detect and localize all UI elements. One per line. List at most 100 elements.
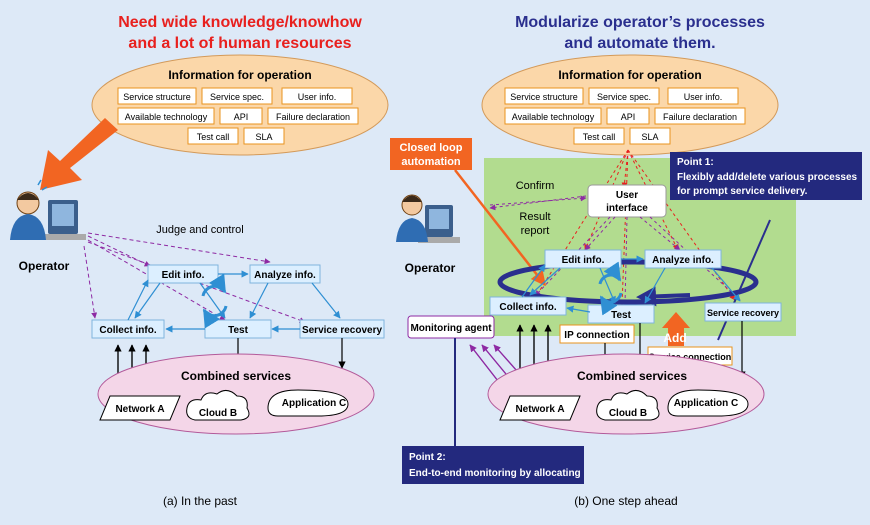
confirm-label: Confirm <box>516 180 555 192</box>
left-node-edit-label: Edit info. <box>162 270 205 281</box>
right-info-item: Service structure <box>510 92 578 102</box>
right-info-item: User info. <box>684 92 723 102</box>
left-info-item: Test call <box>197 132 230 142</box>
left-info-item: Failure declaration <box>276 112 350 122</box>
result-label-line1: Result <box>519 211 550 223</box>
point1-title: Point 1: <box>677 157 714 168</box>
left-app-label: Application C <box>282 398 346 409</box>
right-node-collect-label: Collect info. <box>499 302 556 313</box>
right-node-analyze: Analyze info. <box>644 249 722 269</box>
closed-loop-pointer <box>454 169 546 287</box>
right-caption: (b) One step ahead <box>574 494 677 508</box>
left-cycle-icon <box>201 273 228 329</box>
right-info-item: Failure declaration <box>663 112 737 122</box>
left-cloud-label: Cloud B <box>199 408 237 419</box>
left-node-recovery-label: Service recovery <box>302 325 383 336</box>
left-info-items: Service structure Service spec. User inf… <box>117 87 359 145</box>
right-operator-figure <box>396 194 460 243</box>
left-operator-figure <box>10 179 86 240</box>
right-cycle-icon <box>598 261 623 316</box>
monitoring-agent-label: Monitoring agent <box>410 323 492 334</box>
right-node-collect: Collect info. <box>489 296 567 316</box>
right-app-shape <box>667 389 749 417</box>
left-app-shape <box>267 389 349 417</box>
right-flow-arrows <box>521 255 741 313</box>
closed-loop-line2: automation <box>401 156 461 168</box>
left-combined-label: Combined services <box>181 369 291 383</box>
left-node-test: Test <box>204 319 272 339</box>
right-node-edit-label: Edit info. <box>562 255 605 266</box>
left-node-recovery: Service recovery <box>299 319 385 339</box>
right-node-recovery: Service recovery <box>704 302 782 322</box>
left-info-oval <box>91 54 389 156</box>
left-info-item: Service structure <box>123 92 191 102</box>
right-panel: Modularize operator’s processes and auto… <box>390 14 862 508</box>
left-info-title: Information for operation <box>168 68 311 82</box>
left-panel: Need wide knowledge/knowhow and a lot of… <box>10 14 389 508</box>
left-judge-label: Judge and control <box>156 224 243 236</box>
point1-box <box>670 152 862 200</box>
right-node-test-label: Test <box>611 310 631 321</box>
right-app-label: Application C <box>674 398 738 409</box>
left-info-item: Available technology <box>125 112 208 122</box>
right-combined-label: Combined services <box>577 369 687 383</box>
left-cloud-shape <box>186 390 250 421</box>
right-cloud-label: Cloud B <box>609 408 647 419</box>
closed-loop-line1: Closed loop <box>400 142 463 154</box>
right-network-label: Network A <box>515 404 564 415</box>
right-info-item: Available technology <box>512 112 595 122</box>
right-info-item: Test call <box>583 132 616 142</box>
right-operator-label: Operator <box>405 261 456 275</box>
ip-connection-box <box>559 324 635 344</box>
left-info-item: Service spec. <box>210 92 264 102</box>
right-info-items: Service structure Service spec. User inf… <box>504 87 746 145</box>
left-big-orange-arrow <box>40 118 118 190</box>
result-arrow <box>489 195 587 206</box>
monitoring-agent-box <box>407 315 495 339</box>
user-interface-line2: interface <box>606 203 648 214</box>
closed-loop-box <box>390 138 472 170</box>
point2-box <box>402 446 584 484</box>
right-info-item: Service spec. <box>597 92 651 102</box>
right-node-recovery-label: Service recovery <box>707 308 779 318</box>
left-node-collect: Collect info. <box>91 319 165 339</box>
left-info-item: User info. <box>298 92 337 102</box>
point2-line1: End-to-end monitoring by allocating <box>409 468 581 479</box>
right-node-analyze-label: Analyze info. <box>652 255 714 266</box>
left-info-item: API <box>234 112 249 122</box>
closed-loop-ring-arrow <box>636 286 691 307</box>
left-node-analyze: Analyze info. <box>249 264 321 284</box>
user-interface-line1: User <box>616 190 638 201</box>
right-info-oval <box>481 54 779 156</box>
left-node-collect-label: Collect info. <box>99 325 156 336</box>
ip-connection-label: IP connection <box>564 330 629 341</box>
left-node-edit: Edit info. <box>147 264 219 284</box>
left-network-label: Network A <box>115 404 164 415</box>
right-info-item: API <box>621 112 636 122</box>
right-info-title: Information for operation <box>558 68 701 82</box>
left-caption: (a) In the past <box>163 494 238 508</box>
add-label: Add <box>663 331 686 345</box>
left-node-analyze-label: Analyze info. <box>254 270 316 281</box>
right-heading-line1: Modularize operator’s processes <box>515 14 765 31</box>
right-node-edit: Edit info. <box>544 249 622 269</box>
point2-title: Point 2: <box>409 452 446 463</box>
left-heading-line1: Need wide knowledge/knowhow <box>118 14 362 31</box>
result-label-line2: report <box>521 225 550 237</box>
closed-loop-ring <box>497 259 759 305</box>
right-cloud-shape <box>596 390 660 421</box>
left-heading-line2: and a lot of human resources <box>128 35 351 52</box>
left-node-test-label: Test <box>228 325 248 336</box>
service-connection-label: Service connection <box>649 352 732 362</box>
point1-line2: for prompt service delivery. <box>677 186 808 197</box>
add-arrow <box>662 312 690 346</box>
right-node-test: Test <box>587 304 655 324</box>
right-network-shape <box>499 395 581 421</box>
left-info-item: SLA <box>255 132 272 142</box>
right-info-item: SLA <box>641 132 658 142</box>
left-network-shape <box>99 395 181 421</box>
right-heading-line2: and automate them. <box>564 35 715 52</box>
left-operator-label: Operator <box>19 259 70 273</box>
point1-line1: Flexibly add/delete various processes <box>677 172 858 183</box>
